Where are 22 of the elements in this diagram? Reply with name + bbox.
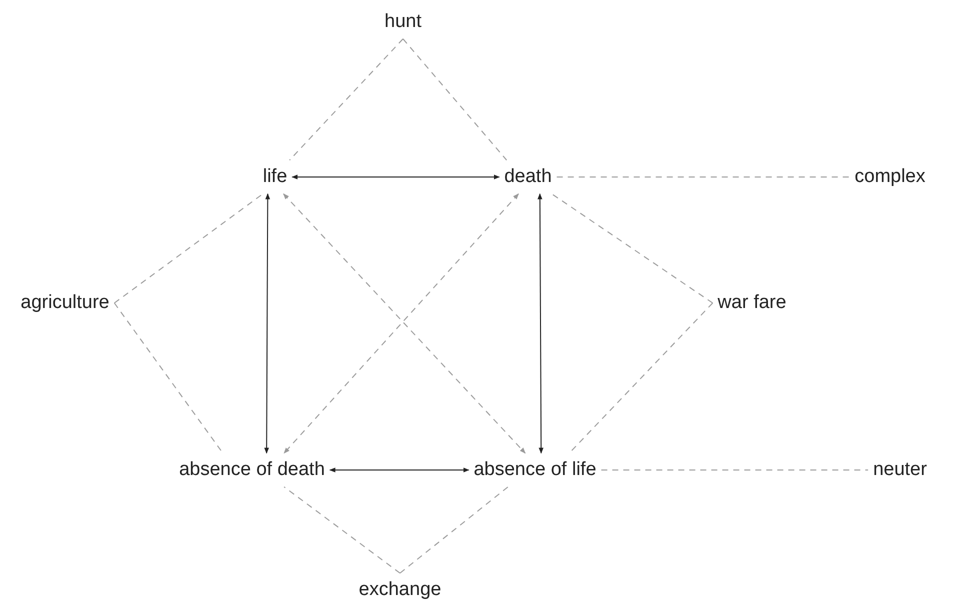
term-label: agriculture — [20, 291, 110, 315]
arrow — [264, 193, 270, 454]
connector-line — [114, 193, 264, 304]
term-label: exchange — [358, 578, 442, 602]
arrow — [329, 468, 470, 472]
term-label: absence of life — [474, 458, 596, 482]
connector-line — [289, 38, 404, 161]
term-label: hunt — [384, 10, 422, 34]
term-label: absence of death — [179, 458, 325, 482]
term-label: life — [262, 165, 288, 189]
arrow — [538, 193, 544, 454]
term-label: death — [504, 165, 552, 189]
arrow — [292, 174, 500, 180]
term-label: complex — [854, 165, 926, 189]
connector-line — [551, 193, 714, 304]
connector-line — [568, 302, 714, 454]
term-label: war fare — [718, 291, 786, 315]
connector-line — [402, 38, 508, 161]
term-label: neuter — [873, 458, 927, 482]
connector-line — [400, 486, 509, 574]
connector-line — [284, 486, 400, 574]
connector-line — [556, 176, 850, 178]
